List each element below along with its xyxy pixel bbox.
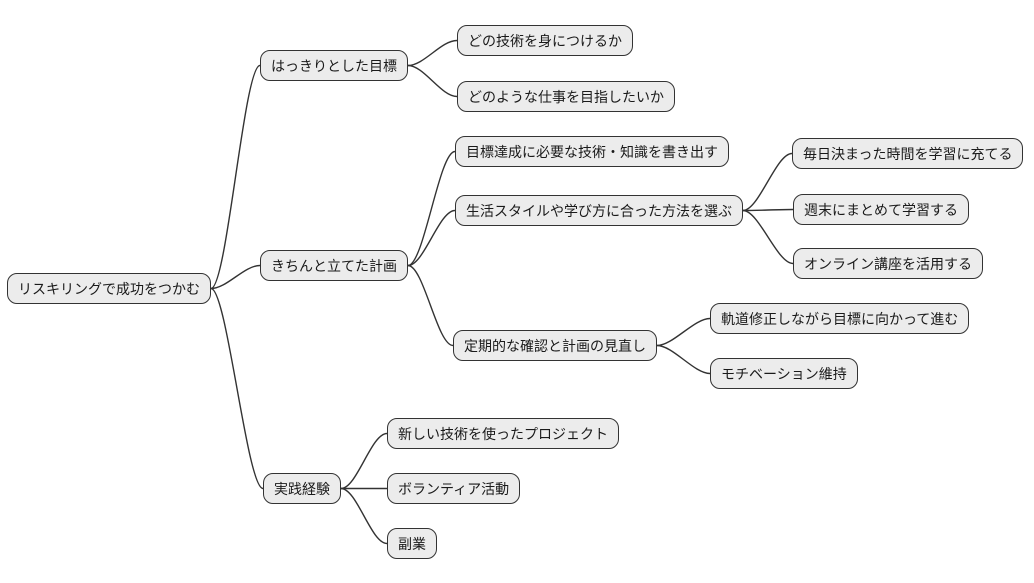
mindmap-node-plan-list: 目標達成に必要な技術・知識を書き出す (455, 136, 729, 167)
edge-plan-to-plan-method (407, 209, 456, 267)
mindmap-node-method-weekend: 週末にまとめて学習する (793, 194, 969, 225)
mindmap-node-root: リスキリングで成功をつかむ (7, 273, 211, 304)
edge-plan-method-to-method-online (742, 209, 794, 265)
mindmap-node-goal-job: どのような仕事を目指したいか (457, 81, 675, 112)
mindmap-node-goal-skill: どの技術を身につけるか (457, 25, 633, 56)
mindmap-node-plan-review: 定期的な確認と計画の見直し (453, 330, 657, 361)
mindmap-node-goal: はっきりとした目標 (260, 50, 408, 81)
edge-plan-method-to-method-weekend (742, 208, 794, 212)
edge-practice-to-practice-side (340, 487, 388, 545)
edge-goal-to-goal-job (407, 64, 458, 98)
edge-plan-method-to-method-daily (742, 152, 793, 212)
mindmap-node-method-online: オンライン講座を活用する (793, 248, 983, 279)
edge-plan-review-to-review-adjust (656, 317, 711, 347)
mindmap-node-method-daily: 毎日決まった時間を学習に充てる (792, 138, 1024, 169)
mindmap-node-plan-method: 生活スタイルや学び方に合った方法を選ぶ (455, 195, 743, 226)
mindmap-node-practice-project: 新しい技術を使ったプロジェクト (387, 418, 619, 449)
edge-plan-to-plan-review (407, 264, 454, 347)
mindmap-node-plan: きちんと立てた計画 (260, 250, 408, 281)
edge-root-to-goal (210, 64, 261, 290)
edge-goal-to-goal-skill (407, 39, 458, 67)
mindmap-node-practice: 実践経験 (263, 473, 341, 504)
edge-root-to-plan (210, 264, 261, 290)
edge-root-to-practice (210, 287, 264, 490)
edge-plan-review-to-review-motivation (656, 344, 711, 375)
mindmap-node-review-motivation: モチベーション維持 (710, 358, 858, 389)
edge-plan-to-plan-list (407, 150, 456, 267)
mindmap-node-practice-volunteer: ボランティア活動 (387, 473, 521, 504)
mindmap-node-review-adjust: 軌道修正しながら目標に向かって進む (710, 303, 970, 334)
mindmap-node-practice-side: 副業 (387, 528, 437, 559)
edge-practice-to-practice-project (340, 432, 388, 490)
